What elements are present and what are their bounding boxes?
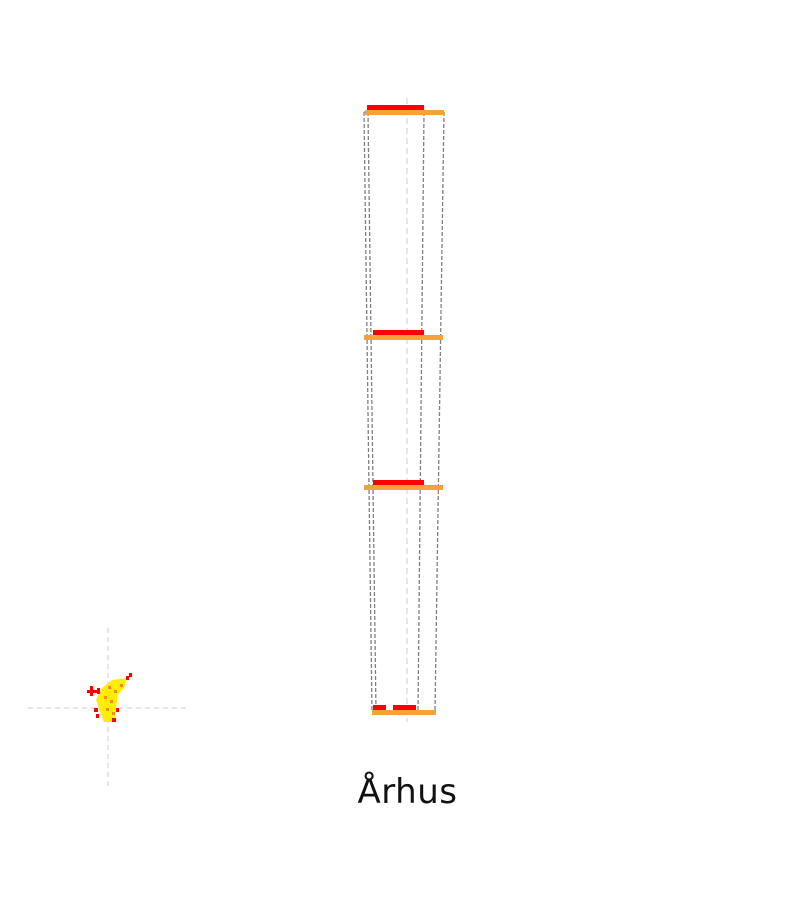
slab-top-level bbox=[365, 105, 444, 115]
slab-base bbox=[372, 705, 436, 715]
tower-outline bbox=[363, 111, 445, 713]
city-name-label: Århus bbox=[357, 772, 458, 812]
city-mark-icon bbox=[87, 673, 132, 722]
slab-level-3 bbox=[364, 480, 443, 490]
slab-level-2 bbox=[364, 330, 443, 340]
